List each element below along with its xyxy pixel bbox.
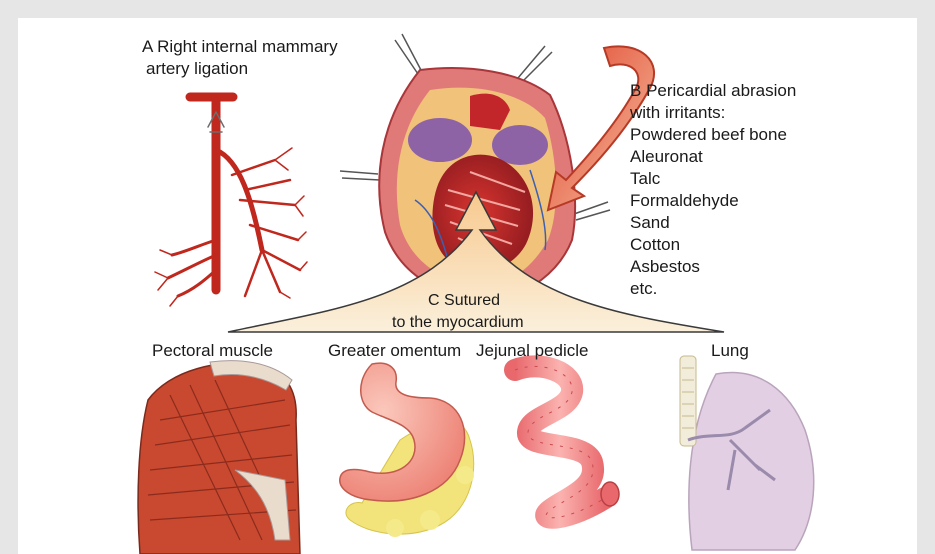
panel-c-line1: C Sutured <box>428 290 500 312</box>
panel-b-line2: with irritants: <box>630 102 725 124</box>
panel-b-title: Pericardial abrasion <box>646 81 796 100</box>
tissue-label-greater-omentum: Greater omentum <box>328 340 461 362</box>
panel-a-letter: A <box>142 37 152 56</box>
tissue-label-pectoral-muscle: Pectoral muscle <box>152 340 273 362</box>
irritant-item: Cotton <box>630 234 680 256</box>
tissue-label-lung: Lung <box>711 340 749 362</box>
panel-b-line1: B Pericardial abrasion <box>630 80 796 102</box>
pectoral-muscle-illustration <box>138 361 300 554</box>
irritant-item: Sand <box>630 212 670 234</box>
panel-a-title: Right internal mammary <box>157 37 337 56</box>
figure-panel: A Right internal mammary artery ligation… <box>18 18 917 554</box>
jejunal-pedicle-opening <box>601 482 619 506</box>
panel-c-line2: to the myocardium <box>392 312 524 334</box>
panel-c-letter: C <box>428 292 440 309</box>
irritant-item: etc. <box>630 278 657 300</box>
irritant-item: Asbestos <box>630 256 700 278</box>
irritant-item: Aleuronat <box>630 146 703 168</box>
irritant-item: Talc <box>630 168 660 190</box>
jejunal-pedicle-illustration <box>515 366 605 517</box>
panel-c-title: Sutured <box>444 292 500 309</box>
greater-omentum-illustration <box>340 363 474 537</box>
irritant-item: Powdered beef bone <box>630 124 787 146</box>
irritant-item: Formaldehyde <box>630 190 739 212</box>
panel-b-letter: B <box>630 81 641 100</box>
mammary-artery <box>155 97 307 306</box>
panel-a-line1: A Right internal mammary <box>142 36 338 58</box>
tissue-label-jejunal-pedicle: Jejunal pedicle <box>476 340 588 362</box>
panel-a-line2: artery ligation <box>146 58 248 80</box>
lung-illustration <box>680 356 814 550</box>
